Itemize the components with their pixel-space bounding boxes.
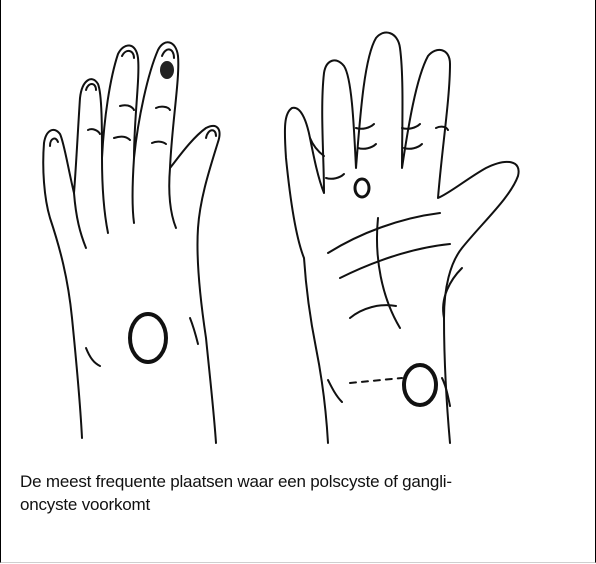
cyst-marker-icon xyxy=(160,61,174,79)
hand-back-icon xyxy=(43,42,219,443)
cyst-marker-icon xyxy=(355,179,369,197)
cyst-marker-icon xyxy=(404,365,436,405)
figure-caption: De meest frequente plaatsen waar een pol… xyxy=(20,470,580,516)
cyst-marker-icon xyxy=(130,314,166,362)
caption-line-2: oncyste voorkomt xyxy=(20,493,580,516)
caption-line-1: De meest frequente plaatsen waar een pol… xyxy=(20,470,580,493)
hand-palm-icon xyxy=(285,33,519,443)
hands-illustration xyxy=(10,18,586,448)
